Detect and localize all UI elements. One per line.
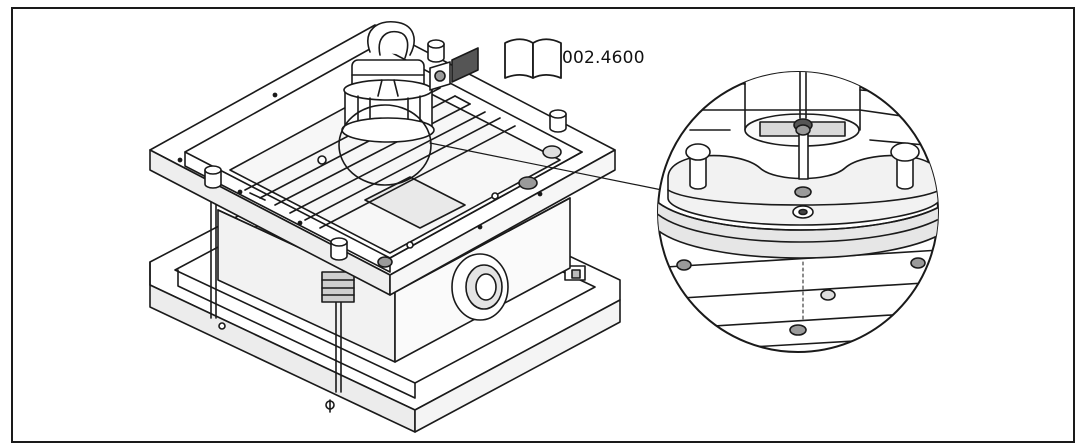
detail-marker-circle [338,104,432,186]
top-frame [149,24,616,296]
guide-rods [210,184,355,393]
detail-leader-line [429,142,663,191]
central-mechanism [341,21,479,143]
corner-posts [204,39,567,261]
reference-number: 002.4600 [562,48,645,68]
main-housing [217,197,571,363]
open-book-icon [504,38,562,79]
detail-view [657,71,939,353]
